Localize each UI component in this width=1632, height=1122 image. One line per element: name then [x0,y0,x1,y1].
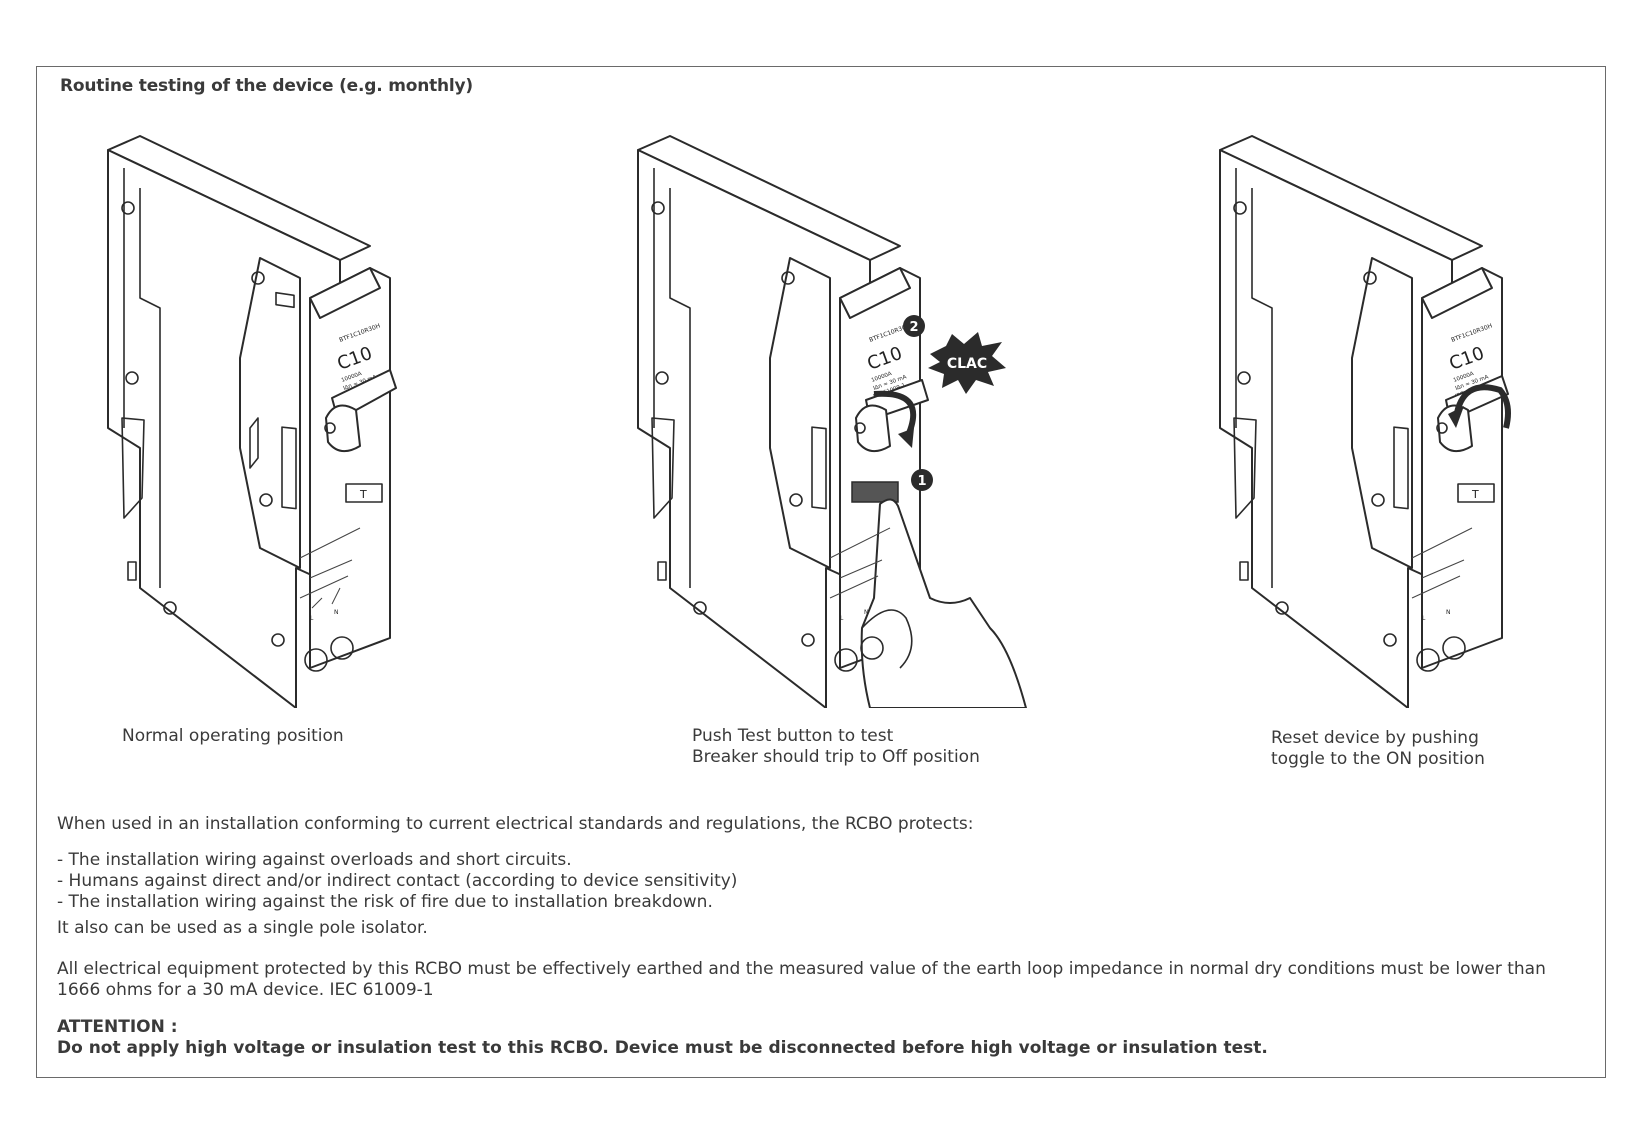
figure-push-test: BTF1C10R30H C10 10000A IΔn = 30 mA IEC 6… [630,128,1070,712]
terminal-n-icon [330,636,354,660]
caption-line: Reset device by pushing [1271,728,1479,748]
caption-reset-device: Reset device by pushing toggle to the ON… [1271,728,1485,770]
terminal-l-icon [304,648,328,672]
caption-push-test: Push Test button to test Breaker should … [692,726,980,768]
toggle-lever-icon [1436,375,1511,453]
clac-label: CLAC [947,356,987,372]
test-button-icon [345,483,383,503]
svg-text:T: T [1471,488,1479,501]
terminal-n-label: N [334,609,339,616]
caption-line: toggle to the ON position [1271,749,1485,769]
rcbo-device-illustration: BTF1C10R30H C10 10000A IΔn = 30 mA IEC 6… [107,135,397,709]
page-frame [36,66,1606,1078]
clac-burst-icon: CLAC [928,332,1006,394]
figure-normal-position: BTF1C10R30H C10 10000A IΔn = 30 mA IEC 6… [100,128,430,712]
caption-line: Push Test button to test [692,726,894,746]
test-button-icon [1457,483,1495,503]
hand-pressing-icon [860,498,1027,709]
terminal-n-icon [860,636,884,660]
list-item: - Humans against direct and/or indirect … [57,871,738,891]
terminal-l-icon [834,648,858,672]
rcbo-device-reset-illustration: BTF1C10R30H C10 10000A IΔn = 30 mA IEC 6… [1219,135,1511,709]
caption-normal-position: Normal operating position [122,726,344,747]
svg-text:T: T [359,488,367,501]
caption-line: Breaker should trip to Off position [692,747,980,767]
list-item: - The installation wiring against overlo… [57,850,572,870]
toggle-lever-icon [324,369,397,453]
svg-text:1: 1 [917,474,926,489]
toggle-lever-icon [854,379,929,453]
page-heading: Routine testing of the device (e.g. mont… [60,76,474,96]
test-button-icon [851,481,899,503]
svg-text:2: 2 [909,320,918,335]
isolator-paragraph: It also can be used as a single pole iso… [57,918,428,938]
terminal-n-label: N [1446,609,1451,616]
terminal-n-label: N [864,609,869,616]
protection-list: - The installation wiring against overlo… [57,850,737,913]
earth-paragraph: All electrical equipment protected by th… [57,959,1546,1000]
terminal-n-icon [1442,636,1466,660]
attention-title: ATTENTION : [57,1017,178,1037]
attention-block: ATTENTION : Do not apply high voltage or… [57,1017,1268,1059]
terminal-l-label: L [840,615,844,622]
terminal-l-label: L [310,615,314,622]
intro-paragraph: When used in an installation conforming … [57,814,974,834]
rcbo-device-test-illustration: BTF1C10R30H C10 10000A IΔn = 30 mA IEC 6… [637,135,1027,709]
terminal-l-icon [1416,648,1440,672]
list-item: - The installation wiring against the ri… [57,892,713,912]
figure-reset-device: BTF1C10R30H C10 10000A IΔn = 30 mA IEC 6… [1212,128,1542,712]
step-1-marker-icon: 1 [911,469,933,491]
caption-line: Normal operating position [122,726,344,746]
attention-text: Do not apply high voltage or insulation … [57,1038,1268,1058]
terminal-l-label: L [1422,615,1426,622]
step-2-marker-icon: 2 [903,315,925,337]
